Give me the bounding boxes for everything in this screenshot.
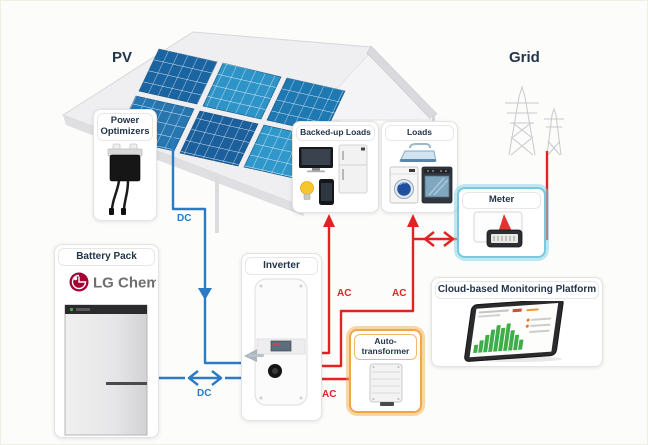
grid-label: Grid <box>509 49 540 66</box>
ac-label-loads: AC <box>392 288 407 299</box>
transformer-icon <box>369 363 403 406</box>
bulb-icon <box>300 180 314 200</box>
dc-label-pv: DC <box>177 213 192 224</box>
fridge-icon <box>338 144 368 194</box>
cloud-monitoring-title: Cloud-based Monitoring Platform <box>435 281 599 299</box>
battery-icon <box>64 304 148 435</box>
oven-icon <box>421 166 453 204</box>
backed-up-loads-box: Backed-up Loads <box>292 121 379 213</box>
cloud-monitoring-box: Cloud-based Monitoring Platform <box>431 277 603 367</box>
washer-icon <box>389 166 419 204</box>
backed-up-loads-icons <box>299 144 368 205</box>
backed-up-loads-title: Backed-up Loads <box>296 125 375 141</box>
power-optimizers-title: Power Optimizers <box>97 113 153 141</box>
pv-label: PV <box>112 49 133 66</box>
power-optimizers-box: Power Optimizers <box>93 109 157 221</box>
auto-transformer-box: Auto-transformer <box>349 329 422 413</box>
meter-title: Meter <box>462 192 541 209</box>
power-optimizer-icon <box>107 143 143 215</box>
ac-label-backup: AC <box>337 288 352 299</box>
ac-label-transformer: AC <box>322 389 337 400</box>
battery-pack-box: Battery Pack LG Chem <box>54 244 160 438</box>
inverter-icon <box>244 277 308 406</box>
meter-icon <box>473 211 523 248</box>
transmission-tower-icon <box>505 85 564 156</box>
monitoring-tablet-icon <box>464 297 564 362</box>
svg-text:LG Chem: LG Chem <box>93 274 156 291</box>
iron-icon <box>399 142 437 162</box>
lg-chem-logo: LG Chem <box>69 272 160 291</box>
dc-label-battery: DC <box>197 388 212 399</box>
loads-title: Loads <box>385 125 454 141</box>
phone-icon <box>319 178 334 205</box>
inverter-title: Inverter <box>245 257 318 275</box>
loads-box: Loads <box>381 121 458 213</box>
tv-icon <box>299 146 333 173</box>
battery-pack-title: Battery Pack <box>58 248 155 266</box>
auto-transformer-title: Auto-transformer <box>354 334 417 360</box>
loads-icons <box>389 142 453 204</box>
inverter-box: Inverter <box>241 253 322 421</box>
meter-box: Meter <box>457 187 546 258</box>
